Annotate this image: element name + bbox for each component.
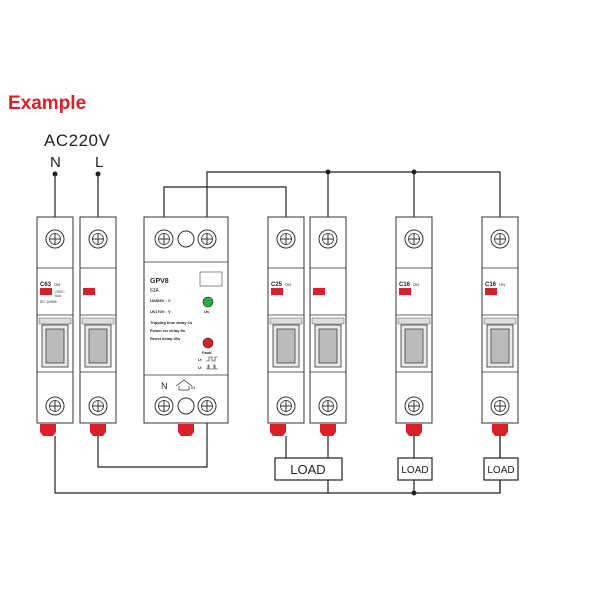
fault-indicator-led: [202, 337, 214, 349]
supply-label: AC220V: [44, 131, 111, 150]
spec-line-5: Reset delay:30s: [150, 336, 181, 341]
main-breaker-spec-2: 6kA: [55, 294, 62, 298]
fault-label: Fault: [202, 350, 212, 355]
junction-dots: [52, 169, 417, 496]
wave-v-label: U:: [198, 365, 202, 370]
main-breaker: C63 ON 230V~ 6kA IEC 60898: [36, 216, 117, 436]
us-label: Us: [204, 309, 210, 314]
neutral-label: N: [50, 154, 61, 171]
breaker-2p-rating: C25: [271, 282, 283, 288]
breaker-1p-a-rating: C16: [399, 282, 411, 288]
load-1p-b: LOAD: [483, 457, 519, 481]
in-arrow-icon: [175, 379, 193, 391]
wave-icon-2: [206, 364, 218, 370]
breaker-2p: C25 ON: [267, 216, 347, 436]
breaker-1p-a: C16 ON: [395, 216, 433, 436]
protector-neutral-label: N: [161, 381, 168, 391]
spec-line-1: U≥265V : V: [150, 298, 171, 303]
diagram-title: Example: [8, 93, 87, 114]
wave-icon-1: [206, 356, 218, 362]
spec-line-2: U≤170V : V: [150, 309, 171, 314]
in-label: IN: [191, 385, 195, 390]
main-breaker-rating: C63: [40, 282, 52, 288]
line-label: L: [95, 154, 104, 171]
breaker-1p-b-rating: C16: [485, 282, 497, 288]
relay-symbol: [199, 271, 223, 287]
main-breaker-on: ON: [54, 282, 60, 287]
breaker-1p-a-on: ON: [413, 282, 419, 287]
breaker-1p-b: C16 ON: [481, 216, 519, 436]
load-2p-label: LOAD: [290, 462, 325, 477]
wave-u-label: U:: [198, 357, 202, 362]
center-hole: [177, 230, 195, 248]
main-breaker-spec-1: 230V~: [55, 290, 65, 294]
breaker-2p-on: ON: [285, 282, 291, 287]
protector-model: GPV8: [150, 278, 169, 285]
voltage-protector: GPV8 63A U≥265V : V U≤170V : V Tripping …: [143, 216, 229, 436]
load-2p: LOAD: [274, 457, 343, 481]
spec-line-3: Tripping time delay:1s: [150, 320, 193, 325]
load-1p-b-label: LOAD: [487, 465, 514, 476]
protector-current: 63A: [150, 288, 160, 294]
load-1p-a: LOAD: [397, 457, 433, 481]
spec-line-4: Power on delay:5s: [150, 328, 186, 333]
load-1p-a-label: LOAD: [401, 465, 428, 476]
main-breaker-spec-3: IEC 60898: [40, 300, 57, 304]
us-indicator-led: [202, 296, 214, 308]
breaker-1p-b-on: ON: [499, 282, 505, 287]
